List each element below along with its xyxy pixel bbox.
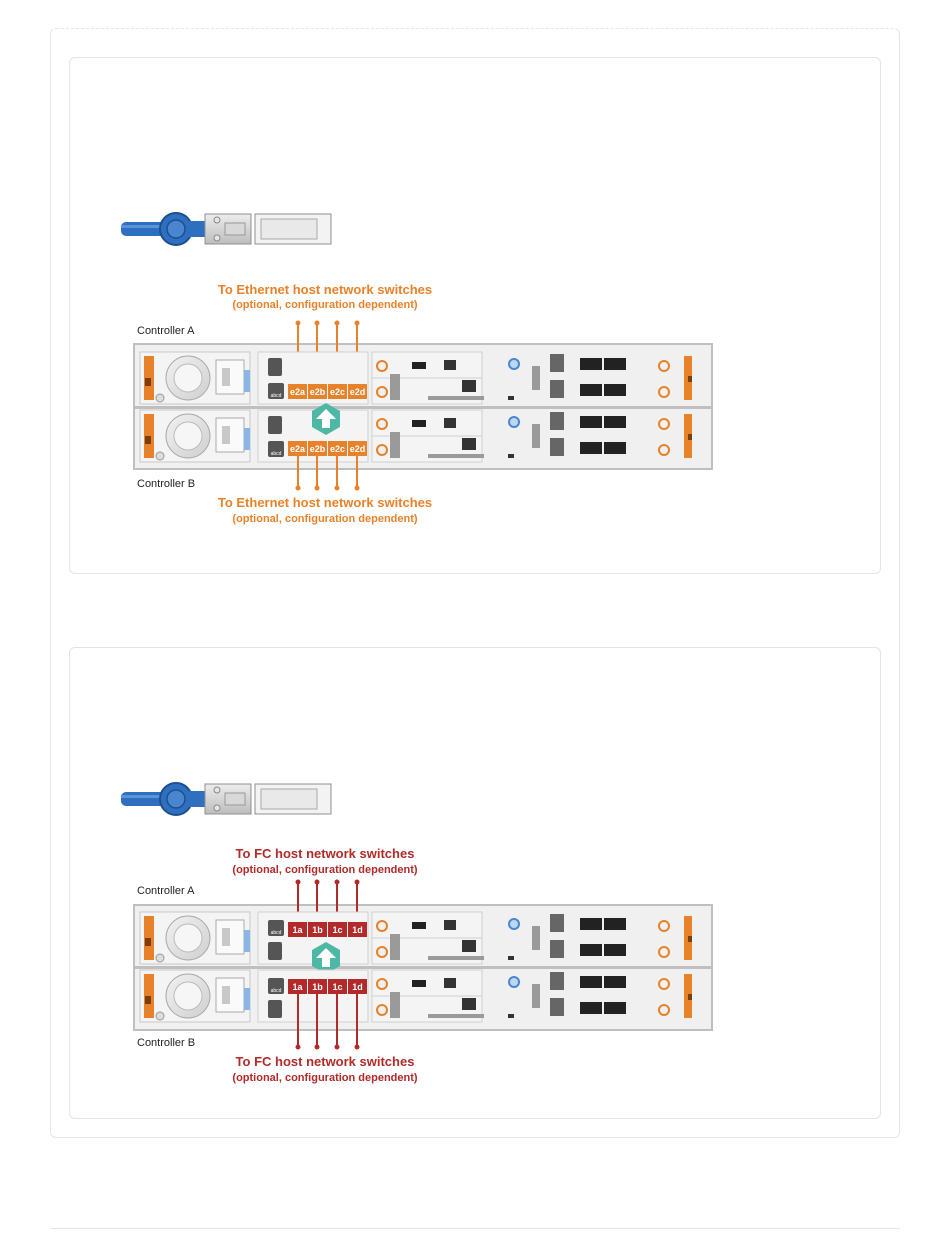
controller-a-label: Controller A bbox=[137, 325, 195, 337]
port-group-icon bbox=[268, 441, 284, 457]
fc-section: To FC host network switches (optional, c… bbox=[120, 782, 713, 1084]
port-label: e2c bbox=[330, 444, 345, 454]
port-label: e2c bbox=[330, 387, 345, 397]
port-label: 1c bbox=[332, 982, 342, 992]
port-label: 1d bbox=[352, 925, 363, 935]
port-label: e2d bbox=[350, 444, 366, 454]
fc-cables-bottom bbox=[295, 994, 360, 1050]
port-label: e2a bbox=[290, 444, 306, 454]
controller-b-label: Controller B bbox=[137, 1037, 195, 1049]
fc-switch-label-top: To FC host network switches bbox=[236, 846, 415, 861]
ethernet-section: To Ethernet host network switches (optio… bbox=[120, 212, 713, 525]
port-group-icon bbox=[268, 978, 284, 994]
fc-switch-label-bottom: To FC host network switches bbox=[236, 1054, 415, 1069]
outer-frame bbox=[50, 28, 900, 1138]
port-group-label: abcd bbox=[271, 988, 282, 994]
ethernet-cabling-card bbox=[69, 57, 881, 574]
controller-a-label: Controller A bbox=[137, 885, 195, 897]
port-label: 1c bbox=[332, 925, 342, 935]
ethernet-switch-sub-top: (optional, configuration dependent) bbox=[232, 299, 417, 311]
port-label: e2d bbox=[350, 387, 366, 397]
sfp-cable-icon bbox=[120, 212, 332, 246]
port-group-label: abcd bbox=[271, 393, 282, 399]
port-label: 1b bbox=[312, 982, 323, 992]
controller-a-ports: 1a 1b 1c 1d bbox=[288, 922, 367, 937]
ethernet-switch-label-top: To Ethernet host network switches bbox=[218, 282, 432, 297]
ethernet-switch-sub-bottom: (optional, configuration dependent) bbox=[232, 513, 417, 525]
port-label: e2b bbox=[310, 444, 326, 454]
ethernet-cables-bottom bbox=[295, 456, 360, 491]
controller-b-ports: 1a 1b 1c 1d bbox=[288, 979, 367, 994]
port-group-icon bbox=[268, 383, 284, 399]
sfp-cable-icon bbox=[120, 782, 332, 816]
port-label: 1a bbox=[292, 925, 303, 935]
port-label: 1d bbox=[352, 982, 363, 992]
fc-switch-sub-bottom: (optional, configuration dependent) bbox=[232, 1072, 417, 1084]
ethernet-switch-label-bottom: To Ethernet host network switches bbox=[218, 495, 432, 510]
fc-cabling-card bbox=[69, 647, 881, 1119]
footer-divider bbox=[50, 1228, 900, 1229]
controller-b-ports: e2a e2b e2c e2d bbox=[288, 441, 367, 456]
port-label: e2a bbox=[290, 387, 306, 397]
port-label: 1b bbox=[312, 925, 323, 935]
controller-b-label: Controller B bbox=[137, 478, 195, 490]
port-label: e2b bbox=[310, 387, 326, 397]
port-label: 1a bbox=[292, 982, 303, 992]
port-group-label: abcd bbox=[271, 451, 282, 457]
fc-switch-sub-top: (optional, configuration dependent) bbox=[232, 864, 417, 876]
port-group-icon bbox=[268, 920, 284, 936]
port-group-label: abcd bbox=[271, 930, 282, 936]
controller-a-ports: e2a e2b e2c e2d bbox=[288, 384, 367, 399]
